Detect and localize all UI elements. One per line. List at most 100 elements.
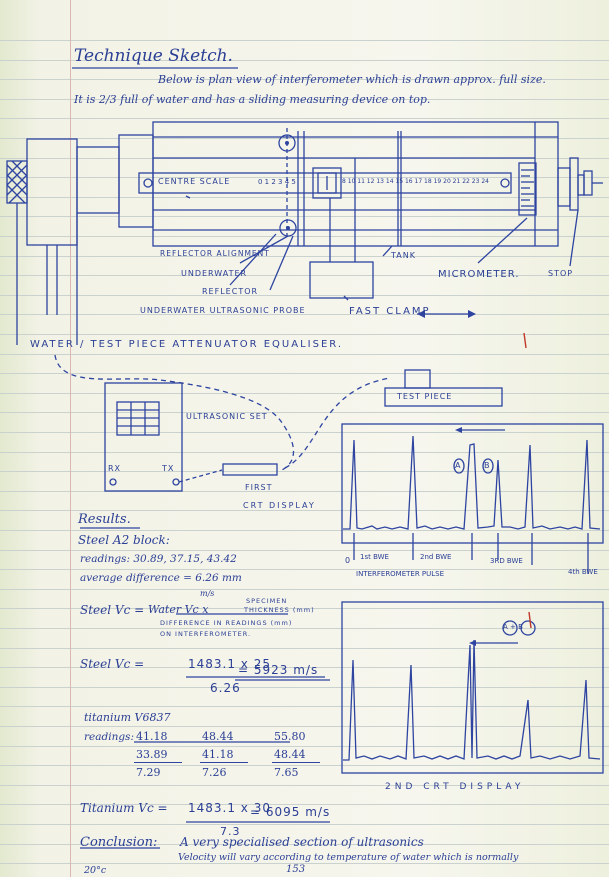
steel-readings: readings: 30.89, 37.15, 43.42 (80, 553, 237, 565)
crt-trace-1 (343, 435, 601, 530)
label-micrometer: MICROMETER. (438, 269, 520, 280)
unit-ms: m/s (200, 589, 215, 598)
formula-left: Steel Vc = (80, 603, 145, 617)
slider-box (312, 167, 342, 199)
scale-right-ticks: 8 10 11 12 13 14 15 16 17 18 19 20 21 22… (342, 178, 489, 185)
ti-reading-cell: 7.26 (202, 766, 227, 779)
ti-subtraction-line (134, 762, 182, 763)
ti-calc-den: 7.3 (220, 825, 241, 838)
ruled-line (0, 99, 609, 100)
conclusion-line-1: A very specialised section of ultrasonic… (180, 835, 424, 849)
label-bwe4: 4th BWE (568, 568, 598, 576)
ti-calc-left: Titanium Vc = (80, 801, 168, 815)
page-number: 153 (286, 864, 306, 875)
steel-average: average difference = 6.26 mm (80, 572, 242, 584)
ruled-line (0, 589, 609, 590)
ruled-line (0, 60, 609, 61)
ruled-line (0, 765, 609, 766)
ruled-line (0, 530, 609, 531)
peak-b-label: B (484, 461, 491, 470)
ruled-line (0, 118, 609, 119)
ruled-line (0, 550, 609, 551)
ruled-line (0, 412, 609, 413)
ruled-line (0, 491, 609, 492)
ti-subtraction-line (200, 762, 248, 763)
equaliser-box-2 (76, 146, 120, 214)
conclusion-label: Conclusion: (80, 835, 158, 850)
ruled-line (0, 354, 609, 355)
formula-diff-2: ON INTERFEROMETER. (160, 630, 252, 638)
tank-end-box (118, 134, 154, 228)
conclusion-line-3: 20°c (84, 865, 107, 876)
micrometer-scale (518, 162, 537, 216)
steel-calc-left: Steel Vc = (80, 657, 145, 671)
crt-display-2 (341, 601, 604, 774)
ruled-line (0, 726, 609, 727)
ruled-line (0, 569, 609, 570)
intro-line-1: Below is plan view of interferometer whi… (158, 73, 546, 86)
ruled-line (0, 863, 609, 864)
label-ultrasonic-set: ULTRASONIC SET (186, 412, 268, 421)
ruled-line (0, 79, 609, 80)
label-tx: TX (162, 464, 175, 473)
label-bwe2: 2nd BWE (420, 553, 452, 561)
ti-subtraction-line (272, 762, 320, 763)
formula-specimen: SPECIMEN (246, 597, 288, 605)
label-bwe1: 1st BWE (360, 553, 389, 561)
ti-reading-cell: 7.65 (274, 766, 299, 779)
label-fast-clamp: FAST CLAMP (349, 306, 431, 317)
label-interferometer-pulse: INTERFEROMETER PULSE (356, 570, 445, 578)
heading: Technique Sketch. (74, 46, 233, 66)
steel-calc-num: 1483.1 x 25 (188, 657, 271, 671)
hatch-lines (6, 160, 28, 204)
scale-left-ticks: 0 1 2 3 4 5 (258, 178, 296, 186)
ti-calc-num: 1483.1 x 30 (188, 801, 271, 815)
ruled-line (0, 40, 609, 41)
label-tank: TANK (391, 251, 416, 260)
ruled-line (0, 256, 609, 257)
ruled-line (0, 452, 609, 453)
label-ultrasonic-probe: UNDERWATER ULTRASONIC PROBE (140, 306, 306, 315)
steel-block: Steel A2 block: (78, 533, 170, 547)
ruled-line (0, 275, 609, 276)
conclusion-line-2: Velocity will vary according to temperat… (178, 852, 519, 863)
ruled-line (0, 373, 609, 374)
peak-a-label: A (455, 461, 462, 470)
intro-line-2: It is 2/3 full of water and has a slidin… (74, 93, 431, 106)
ti-reading-cell: 48.44 (202, 730, 234, 743)
ti-reading-cell: 55.80 (274, 730, 306, 743)
ruled-line (0, 334, 609, 335)
formula-mid: Water Vc x (148, 603, 209, 616)
ti-calc-result: = 6095 m/s (250, 805, 331, 819)
test-piece-box (384, 387, 503, 407)
ruled-line (0, 314, 609, 315)
scale-centre-label: CENTRE SCALE (158, 177, 231, 186)
crt-trace-2 (343, 639, 601, 761)
ruled-line (0, 510, 609, 511)
label-test-piece: TEST PIECE (397, 392, 453, 401)
peak-ab-label: A + B (503, 623, 523, 631)
formula-thickness: THICKNESS (mm) (244, 606, 315, 614)
ti-reading-cell: 33.89 (136, 748, 168, 761)
results-title: Results. (78, 512, 131, 527)
crt-display-1 (341, 423, 604, 544)
label-second-crt: 2ND CRT DISPLAY (385, 782, 525, 792)
ti-reading-cell: 7.29 (136, 766, 161, 779)
formula-diff-1: DIFFERENCE IN READINGS (mm) (160, 619, 293, 627)
ti-reading-cell: 48.44 (274, 748, 306, 761)
margin-line (70, 0, 71, 877)
ti-reading-cell: 41.18 (136, 730, 168, 743)
ruled-line (0, 648, 609, 649)
steel-calc-den: 6.26 (210, 681, 241, 695)
ruled-line (0, 295, 609, 296)
ruled-line (0, 608, 609, 609)
first-probe (222, 463, 278, 476)
ruled-line (0, 785, 609, 786)
ruled-line (0, 844, 609, 845)
label-zero: 0 (345, 556, 352, 565)
ruled-line (0, 706, 609, 707)
ruled-line (0, 804, 609, 805)
ti-reading-cell: 41.18 (202, 748, 234, 761)
label-stop: STOP (548, 269, 574, 278)
